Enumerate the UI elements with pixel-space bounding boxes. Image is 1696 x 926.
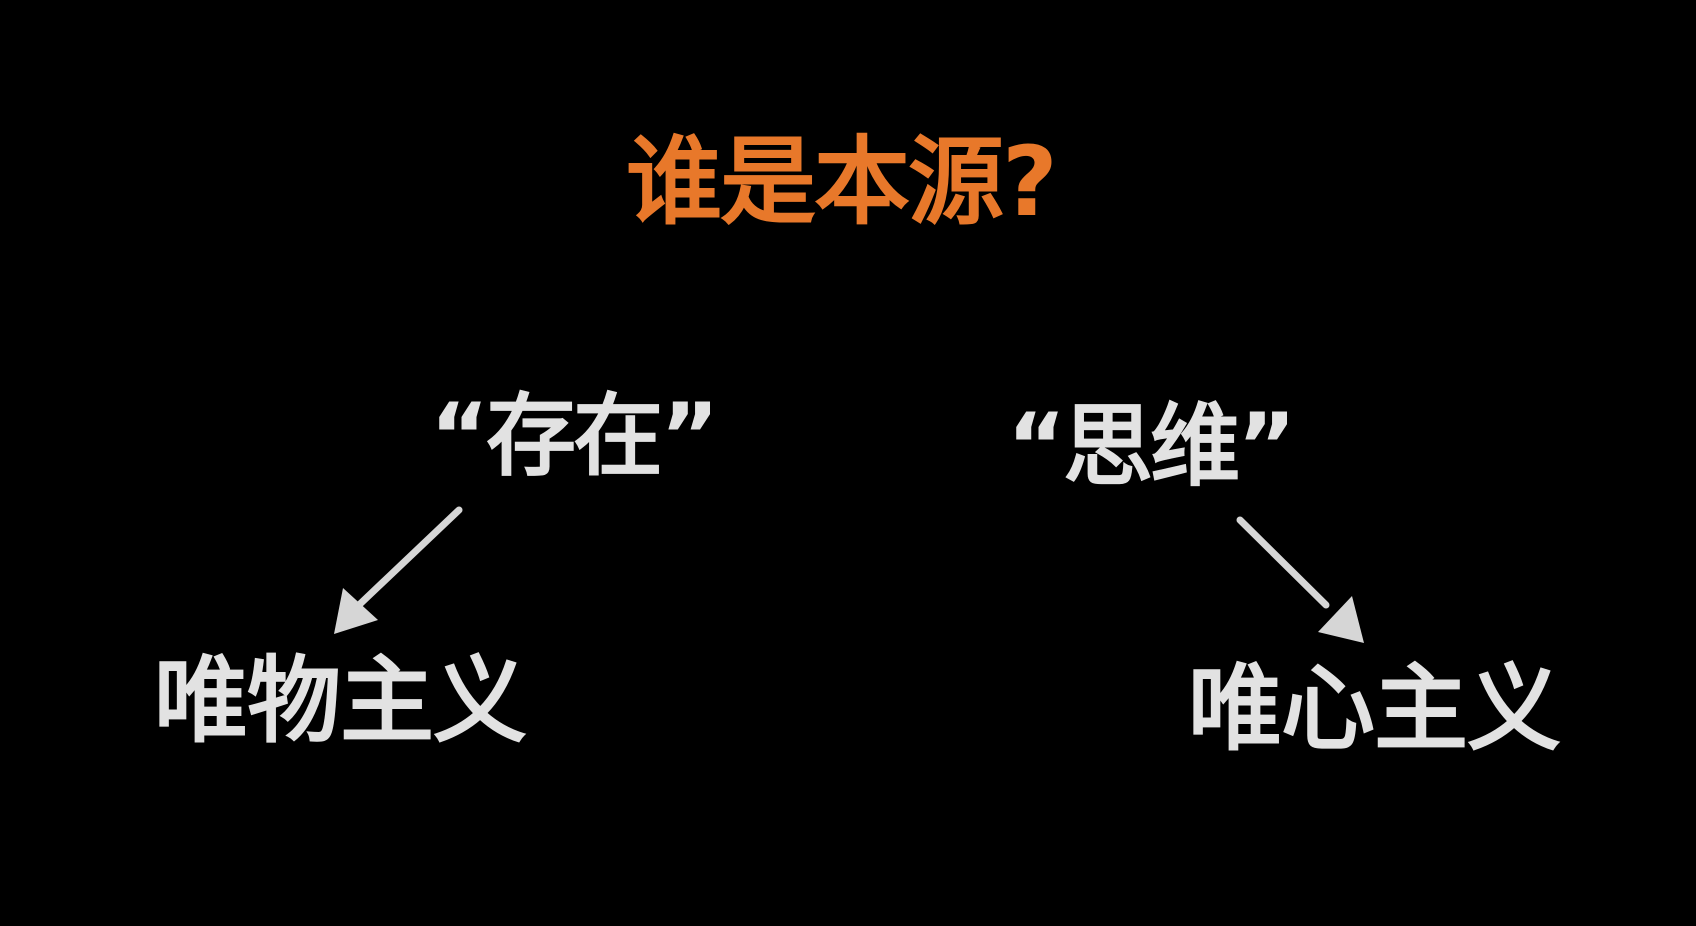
arrow-left bbox=[334, 506, 463, 634]
leaf-idealism: 唯心主义 bbox=[1188, 655, 1561, 764]
node-thinking: “思维” bbox=[1007, 394, 1296, 499]
question-title: 谁是本源? bbox=[626, 126, 1058, 238]
node-existence: “存在” bbox=[430, 384, 719, 489]
arrow-right bbox=[1236, 516, 1364, 643]
leaf-materialism: 唯物主义 bbox=[154, 647, 527, 756]
